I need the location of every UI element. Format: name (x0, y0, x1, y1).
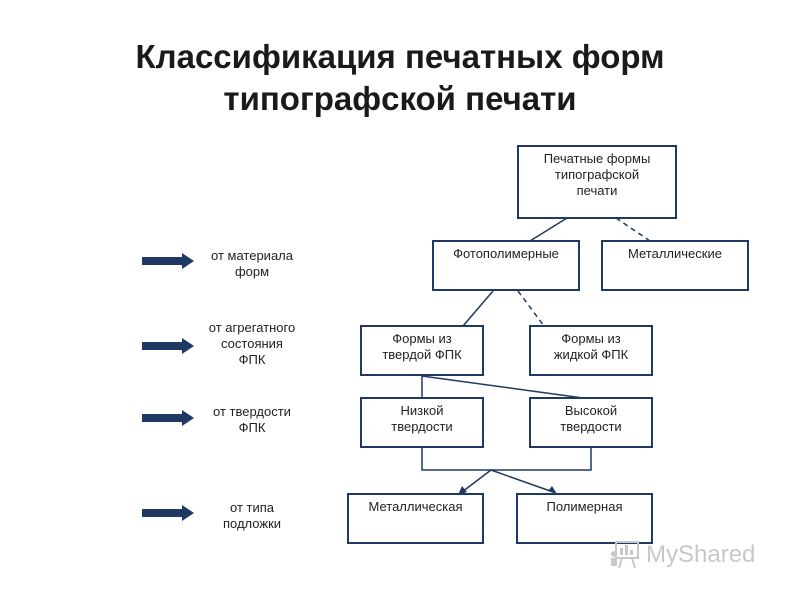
box-liquid-fpk: Формы из жидкой ФПК (529, 325, 653, 376)
presentation-icon (611, 541, 639, 569)
connector-photo-solid (462, 290, 494, 327)
box-metallic: Металлические (601, 240, 749, 291)
title-line-1: Классификация печатных форм (135, 38, 665, 75)
box-solid-fpk: Формы из твердой ФПК (360, 325, 484, 376)
row-label-hardness: от твердости ФПК (213, 404, 291, 435)
watermark: MyShared (610, 538, 770, 572)
box-root: Печатные формы типографской печати (517, 145, 677, 219)
box-high-hardness: Высокой твердости (529, 397, 653, 448)
connector-bracket-polymer (490, 469, 554, 493)
row-arrow-2 (142, 338, 194, 354)
connector-bracket-metal (461, 469, 492, 493)
row-arrow-4 (142, 505, 194, 521)
box-polymer-substrate: Полимерная (516, 493, 653, 544)
connector-root-photopolymer (529, 217, 568, 242)
box-metal-substrate: Металлическая (347, 493, 484, 544)
connector-photo-liquid (517, 290, 545, 327)
row-arrow-3 (142, 410, 194, 426)
row-label-aggregate-state: от агрегатного состояния ФПК (208, 320, 296, 367)
connector-root-metallic (615, 217, 651, 242)
row-label-substrate: от типа подложки (222, 500, 282, 531)
page-title: Классификация печатных форм типографской… (0, 36, 800, 120)
title-line-2: типографской печати (223, 80, 577, 117)
connector-solid-high (421, 375, 584, 399)
row-arrow-1 (142, 253, 194, 269)
connector-hardness-bracket (421, 448, 592, 471)
arrowhead-metal (458, 486, 467, 495)
box-photopolymer: Фотополимерные (432, 240, 580, 291)
watermark-text: MyShared (646, 541, 756, 568)
box-low-hardness: Низкой твердости (360, 397, 484, 448)
arrowhead-polymer (548, 486, 557, 494)
row-label-material: от материала форм (211, 248, 293, 279)
